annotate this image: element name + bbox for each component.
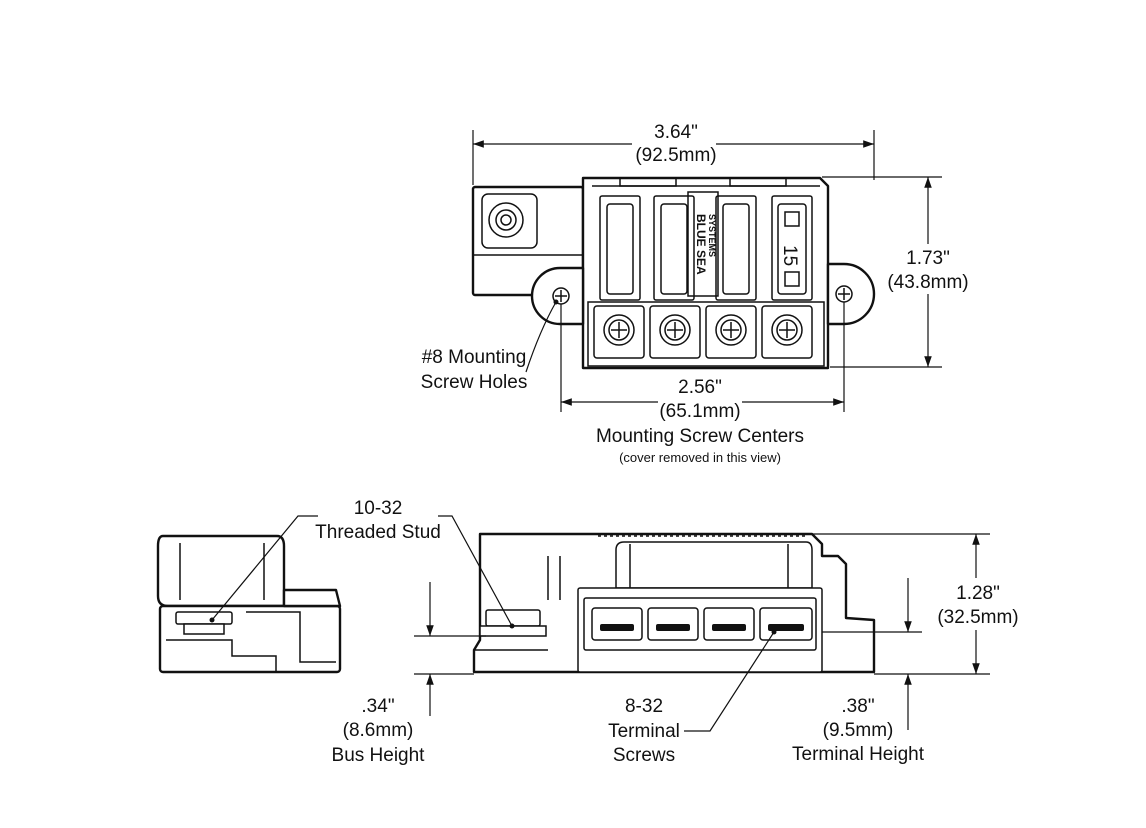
side-view-terminals: [591, 607, 813, 641]
terminal-screws-line1: 8-32: [625, 696, 663, 717]
side-view-stud: [485, 609, 541, 627]
mount-centers-caption: Mounting Screw Centers: [596, 426, 804, 447]
end-view: [156, 534, 342, 674]
end-view-cover: [156, 534, 286, 608]
terminal-height-imperial: .38": [841, 696, 874, 717]
width-imperial: 3.64": [654, 122, 698, 143]
terminal-screws-line3: Screws: [613, 745, 675, 766]
terminal-height-metric: (9.5mm): [823, 720, 894, 741]
stud-leader-right: [438, 515, 513, 627]
stud-leader-left: [211, 515, 318, 621]
mounting-holes-leader: [525, 301, 557, 373]
mount-centers-imperial: 2.56": [678, 377, 722, 398]
bus-height-caption: Bus Height: [332, 745, 426, 766]
side-view-fuse-profile: [615, 541, 813, 589]
terminal-screws-line2: Terminal: [608, 721, 680, 742]
mount-centers-note: (cover removed in this view): [619, 450, 781, 465]
fuse-slot-3: [715, 195, 757, 301]
width-metric: (92.5mm): [635, 145, 716, 166]
top-view: BLUE SEA SYSTEMS 15 3.64" (92: [421, 118, 974, 465]
stud-callout-line2: Threaded Stud: [315, 522, 441, 543]
terminal-height-caption: Terminal Height: [792, 744, 925, 765]
mount-centers-metric: (65.1mm): [659, 401, 740, 422]
side-height-imperial: 1.28": [956, 583, 1000, 604]
stud-callout-line1: 10-32: [354, 498, 403, 519]
terminal-screws-leader: [684, 631, 775, 732]
fuse-slot-1: [599, 195, 641, 301]
fuse-slot-4: [771, 195, 813, 301]
brand-line2: SYSTEMS: [707, 214, 717, 257]
bus-height-metric: (8.6mm): [343, 720, 414, 741]
end-view-stud-nut: [175, 611, 233, 625]
side-view: 1.28" (32.5mm) .38" (9.5mm) Terminal Hei…: [209, 498, 1024, 766]
brand-plate: [687, 191, 719, 297]
terminal-screws-top: [593, 305, 813, 359]
height-imperial: 1.73": [906, 248, 950, 269]
brand-line1: BLUE SEA: [694, 214, 708, 275]
mounting-holes-line2: Screw Holes: [421, 372, 528, 393]
fuse-rating: 15: [779, 245, 800, 266]
mounting-holes-line1: #8 Mounting: [422, 347, 527, 368]
side-height-metric: (32.5mm): [937, 607, 1018, 628]
height-metric: (43.8mm): [887, 272, 968, 293]
bus-height-imperial: .34": [361, 696, 394, 717]
fuse-slot-2: [653, 195, 695, 301]
